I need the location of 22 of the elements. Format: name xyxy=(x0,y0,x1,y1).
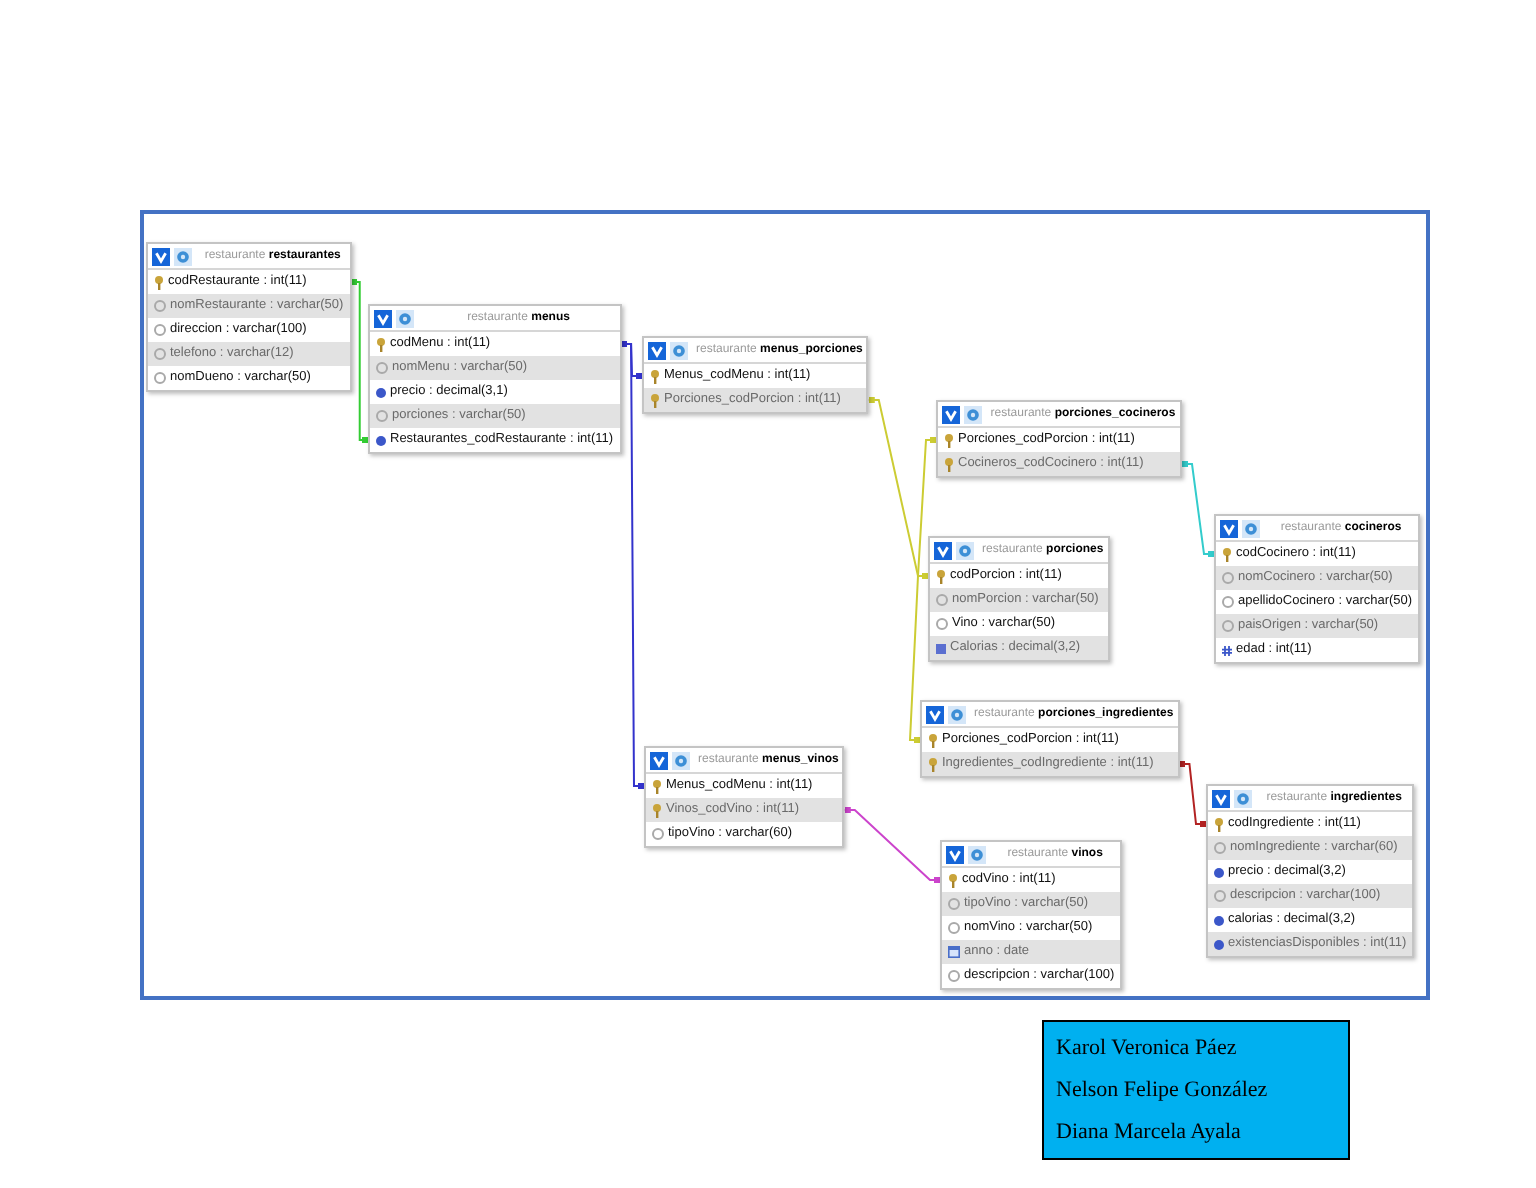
table-box xyxy=(940,840,1123,990)
connector xyxy=(620,341,645,789)
table-box xyxy=(146,242,352,392)
connector xyxy=(916,437,937,579)
connector xyxy=(1181,461,1215,557)
author-name: Diana Marcela Ayala xyxy=(1056,1118,1241,1147)
table-box xyxy=(642,336,869,414)
connector xyxy=(908,573,929,743)
table-box xyxy=(644,746,845,848)
table-box xyxy=(920,700,1180,778)
author-name: Nelson Felipe González xyxy=(1056,1075,1268,1104)
connector xyxy=(350,279,369,443)
author-name: Karol Veronica Páez xyxy=(1056,1033,1237,1062)
table-box xyxy=(1214,514,1421,664)
connector xyxy=(1178,761,1207,827)
table-box xyxy=(1206,784,1415,958)
canvas-frame xyxy=(140,210,1430,1000)
names-box xyxy=(1042,1020,1350,1160)
table-box xyxy=(928,536,1110,662)
connector xyxy=(843,807,941,883)
table-box xyxy=(368,304,622,454)
table-box xyxy=(936,400,1182,478)
